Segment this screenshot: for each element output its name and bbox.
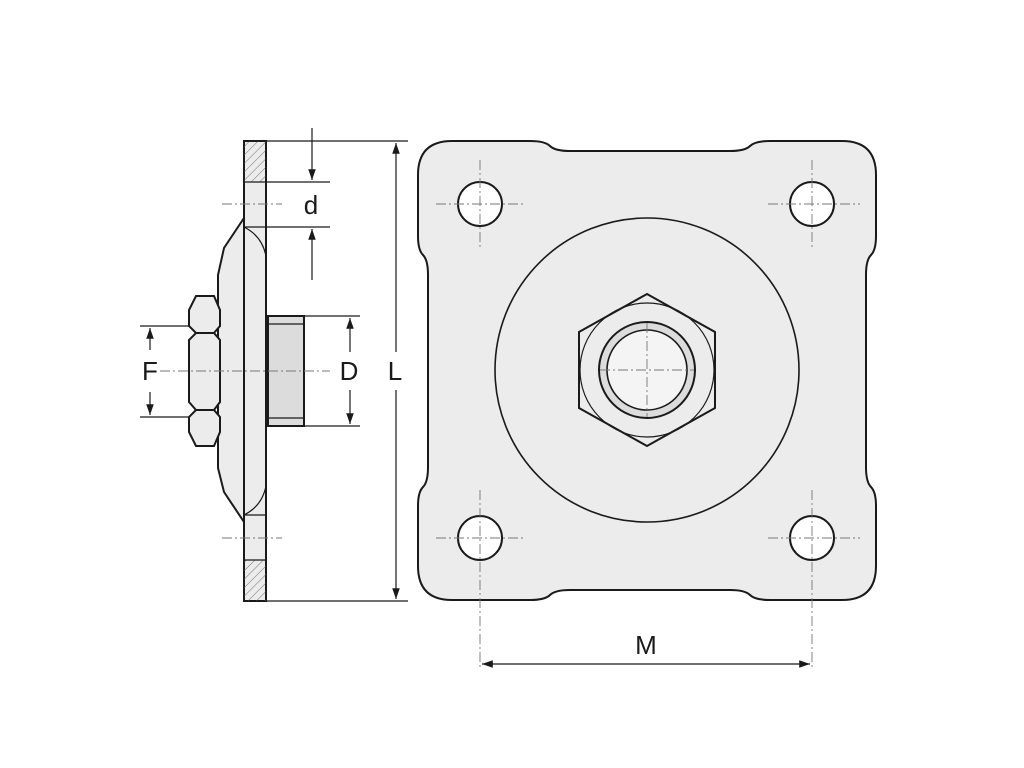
dimension-M: M [482, 630, 810, 668]
side-hex-nut [188, 295, 221, 447]
dimension-d: d [266, 128, 330, 280]
side-view [160, 140, 330, 602]
dimension-D-label: D [340, 356, 359, 386]
side-boss [217, 214, 245, 526]
front-view [417, 140, 877, 670]
side-hatch-bottom [244, 560, 266, 601]
dimension-D: D [304, 315, 360, 427]
dimension-F: F [140, 325, 189, 418]
dimension-F-label: F [142, 356, 158, 386]
side-hatch-top [244, 141, 266, 182]
dimension-L-label: L [388, 356, 402, 386]
dimension-d-label: d [304, 190, 318, 220]
dimension-L: L [266, 140, 408, 602]
dimension-M-label: M [635, 630, 657, 660]
